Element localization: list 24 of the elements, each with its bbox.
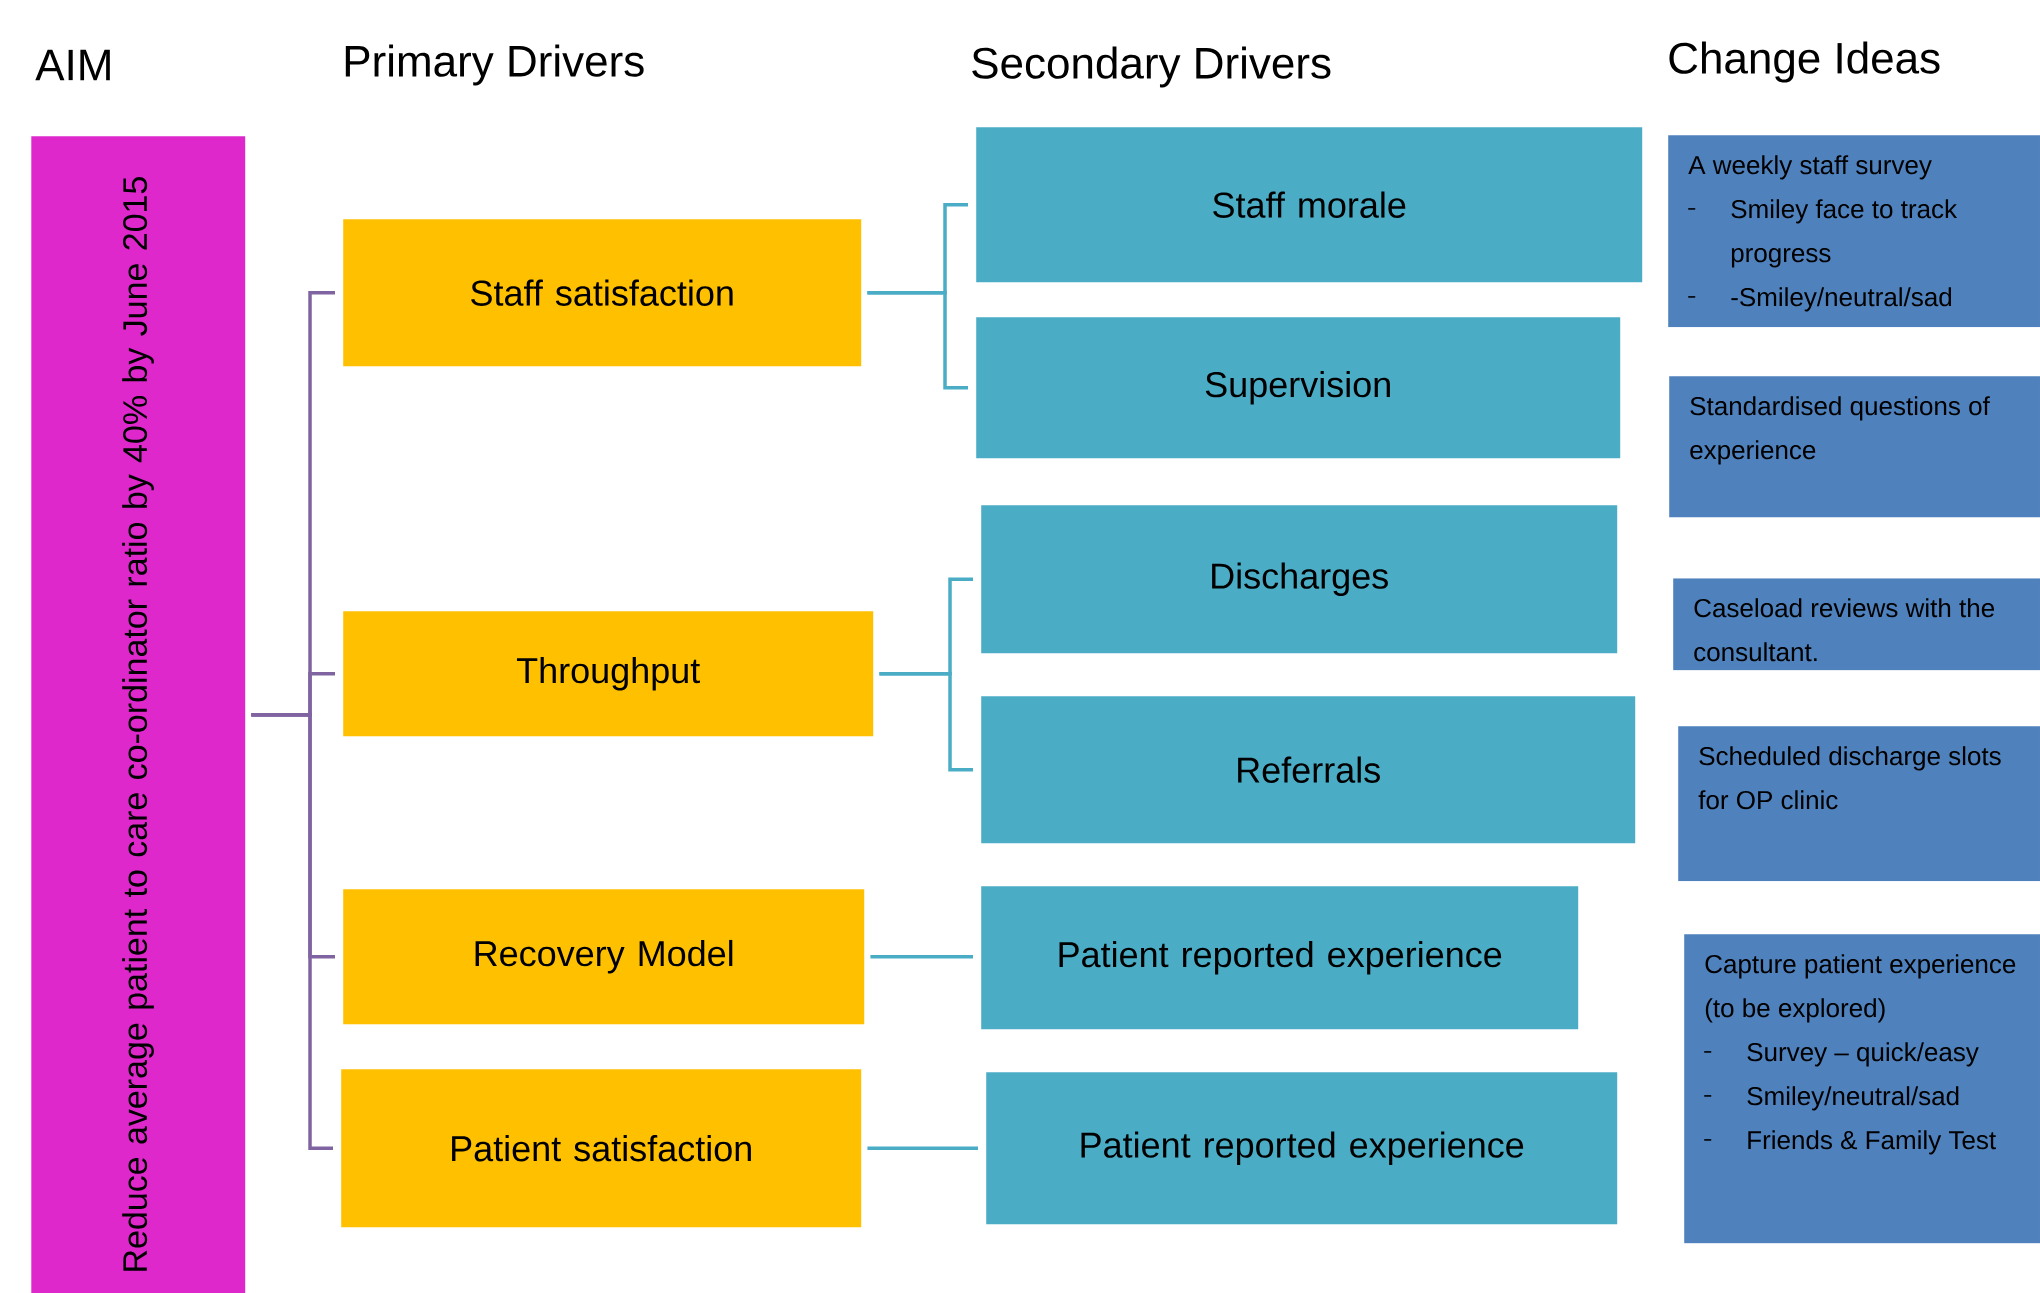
primary-driver-box: Throughput xyxy=(343,611,874,737)
column-heading: Primary Drivers xyxy=(345,44,644,86)
change-idea-box: A weekly staff survey Smiley face to track progress -Smiley/neutral/sad xyxy=(1668,135,2040,328)
primary-driver-box: Patient satisfaction xyxy=(341,1069,862,1228)
change-idea-box: Caseload reviews with the consultant. xyxy=(1673,578,2040,671)
change-idea-box: Capture patient experience (to be explored) Survey – quick/easy Smiley/neutral/sad Friends & Family Test xyxy=(1684,934,2040,1244)
connector-line xyxy=(870,954,973,959)
connector-line xyxy=(879,671,973,772)
primary-driver-box: Staff satisfaction xyxy=(343,219,862,367)
column-heading: AIM xyxy=(35,49,110,81)
secondary-driver-box: Referrals xyxy=(981,696,1636,844)
connector-line xyxy=(867,290,968,390)
change-idea-box: Scheduled discharge slots for OP clinic xyxy=(1678,726,2040,882)
secondary-driver-box: Staff morale xyxy=(976,127,1643,283)
secondary-driver-box: Patient reported experience xyxy=(981,886,1579,1030)
secondary-driver-box: Discharges xyxy=(981,505,1618,654)
change-idea-box: Standardised questions of experience xyxy=(1669,376,2040,518)
column-heading: Change Ideas xyxy=(1669,41,1940,83)
connector-line xyxy=(251,712,333,1150)
secondary-driver-box: Patient reported experience xyxy=(986,1072,1618,1225)
connector-line xyxy=(867,1146,978,1150)
aim-box: Reduce average patient to care co-ordinator ratio by 40% by June 2015 xyxy=(31,136,246,1293)
secondary-driver-box: Supervision xyxy=(976,317,1621,459)
primary-driver-box: Recovery Model xyxy=(343,889,865,1025)
